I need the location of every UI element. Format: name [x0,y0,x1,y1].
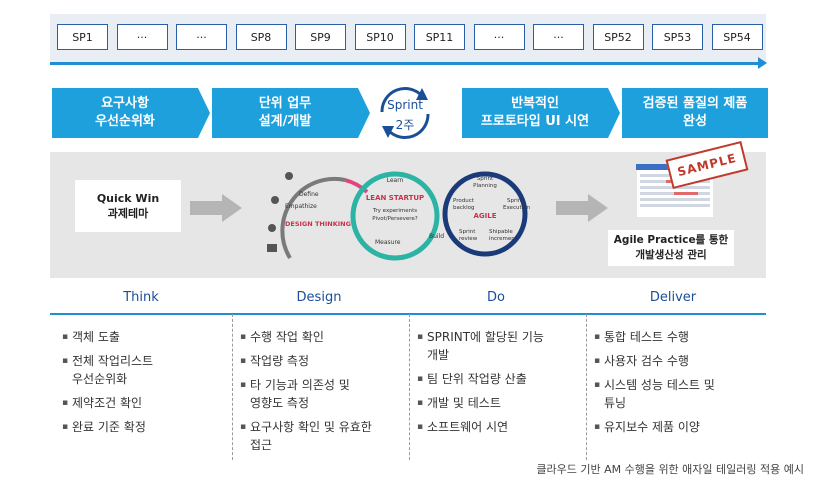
sprint-cycle-icon [380,87,430,139]
phase-deliver: Deliver [649,290,697,305]
column-divider [586,314,587,460]
think-list: 객체 도출 전체 작업리스트 우선순위화 제약조건 확인 완료 기준 확정 [62,328,222,442]
figure-caption: 클라우드 기반 AM 수행을 위한 애자일 테일러링 적용 예시 [536,463,804,476]
sprint-box: SP54 [711,24,763,50]
agile-item-planning: Sprint [477,176,494,182]
sprint-box: SP1 [57,24,108,50]
quick-win-box: Quick Win 과제테마 [75,180,181,232]
list-item: 객체 도출 [62,328,222,346]
lean-subtitle-line1: Try experiments [372,208,417,214]
sprint-band [50,14,766,62]
list-item: 시스템 성능 테스트 및 튜닝 [594,376,754,412]
svg-text:review: review [459,236,478,242]
list-item: 소프트웨어 시연 [417,418,577,436]
agile-item-increment: Shipable [489,229,513,235]
sprint-box: SP11 [414,24,465,50]
agile-practice-box: Agile Practice를 통한 개발생산성 관리 [608,230,734,266]
list-item: 완료 기준 확정 [62,418,222,436]
deliver-list: 통합 테스트 수행 사용자 검수 수행 시스템 성능 테스트 및 튜닝 유지보수… [594,328,754,442]
design-thinking-title: DESIGN THINKING [285,220,351,228]
design-list: 수행 작업 확인 작업량 측정 타 기능과 의존성 및 영향도 측정 요구사항 … [240,328,400,460]
list-item: 작업량 측정 [240,352,400,370]
design-step-define: Define [299,191,319,198]
agile-item-backlog: Product [453,198,475,204]
list-item: SPRINT에 할당된 기능 개발 [417,328,577,364]
sprint-box: SP8 [235,24,287,50]
agile-item-review: Sprint [459,229,476,235]
list-item: 타 기능과 의존성 및 영향도 측정 [240,376,400,412]
lean-subtitle-line2: Pivot/Persevere? [372,216,418,222]
sprint-box: SP10 [354,24,406,50]
do-list: SPRINT에 할당된 기능 개발 팀 단위 작업량 산출 개발 및 테스트 소… [417,328,577,442]
svg-text:increment: increment [489,236,518,242]
list-item: 통합 테스트 수행 [594,328,754,346]
lean-startup-title: LEAN STARTUP [366,194,424,202]
list-item: 사용자 검수 수행 [594,352,754,370]
sprint-label: Sprint [387,98,423,112]
column-divider [232,314,233,460]
timeline-arrowhead [758,57,767,69]
sprint-box: ··· [533,24,584,50]
sprint-box: SP53 [652,24,703,50]
lean-learn-label: Learn [387,177,404,184]
phase-do: Do [487,290,505,305]
list-item: 전체 작업리스트 우선순위화 [62,352,222,388]
list-item: 팀 단위 작업량 산출 [417,370,577,388]
sprint-box: ··· [473,24,525,50]
phase-think: Think [123,290,159,305]
column-divider [409,314,410,460]
sprint-duration: 2주 [395,118,415,132]
svg-text:Planning: Planning [473,183,497,189]
sprint-box: SP52 [592,24,644,50]
process-cycle-graphic: Define Empathize DESIGN THINKING Learn L… [267,171,531,261]
agile-title: AGILE [473,212,496,220]
arrow-right-icon [556,194,608,222]
phase-divider-line [50,313,766,315]
lean-measure-label: Measure [375,239,401,246]
timeline-line [50,62,760,65]
header-quality: 검증된 품질의 제품 완성 [622,88,768,138]
arrow-right-icon [190,194,242,222]
header-requirements: 요구사항 우선순위화 [52,88,210,138]
header-unit-design: 단위 업무 설계/개발 [212,88,370,138]
sprint-box: ··· [176,24,227,50]
phase-design: Design [296,290,342,305]
sprint-box: ··· [116,24,168,50]
list-item: 개발 및 테스트 [417,394,577,412]
list-item: 유지보수 제품 이양 [594,418,754,436]
agile-item-execution: Sprint [507,198,524,204]
sprint-box: SP9 [295,24,346,50]
list-item: 제약조건 확인 [62,394,222,412]
design-step-empathize: Empathize [285,203,317,210]
svg-text:Execution: Execution [503,205,531,211]
list-item: 요구사항 확인 및 유효한 접근 [240,418,400,454]
header-prototype: 반복적인 프로토타입 UI 시연 [462,88,620,138]
list-item: 수행 작업 확인 [240,328,400,346]
svg-text:backlog: backlog [453,205,474,211]
lean-build-label: Build [429,233,444,240]
